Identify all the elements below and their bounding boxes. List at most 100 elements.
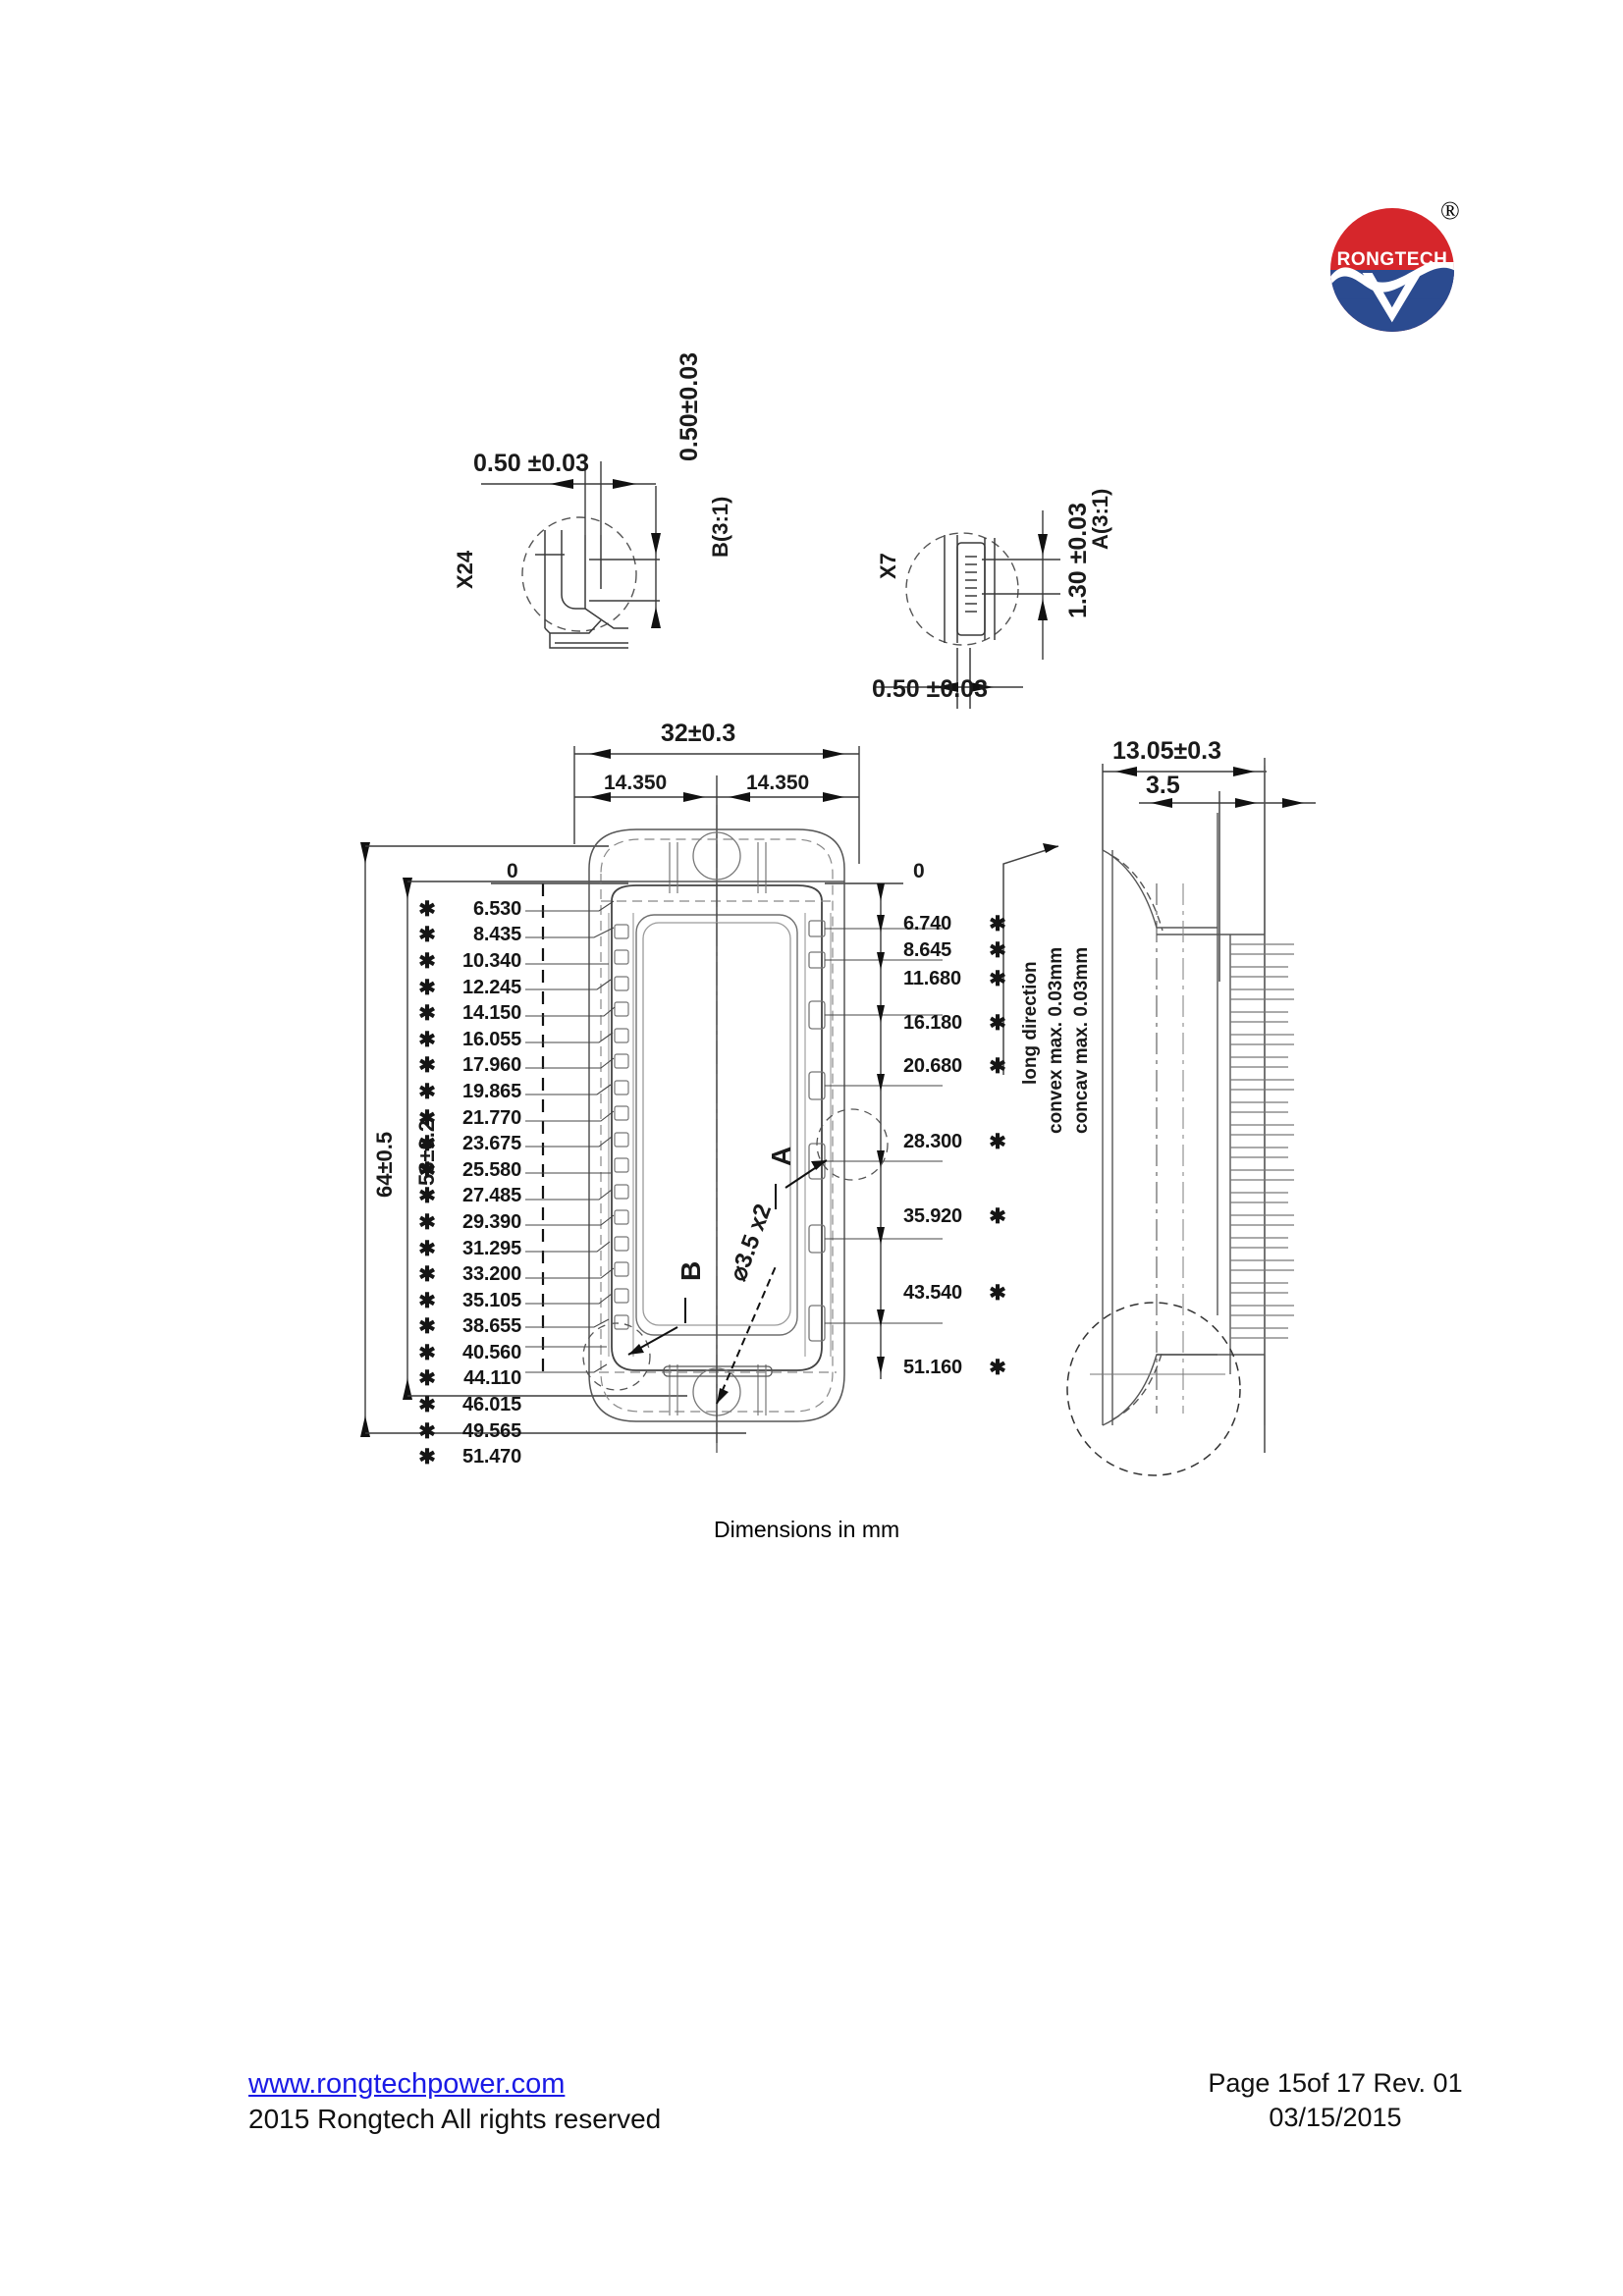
note-convex-max: convex max. 0.03mm xyxy=(1046,946,1066,1134)
asterisk-icon: ✱ xyxy=(989,967,1006,990)
asterisk-icon: ✱ xyxy=(989,938,1006,962)
dimension-value: 43.540 xyxy=(903,1281,962,1304)
dimension-value: 31.295 xyxy=(462,1237,521,1259)
hole-diameter-note: ⌀3.5 x2 xyxy=(725,1201,778,1285)
left-ordinate-dimension: ✱10.340 xyxy=(417,948,521,975)
dimension-value: 23.675 xyxy=(462,1133,521,1155)
detail-a-quantity-label: X7 xyxy=(876,553,900,579)
right-ordinate-dimension: 11.680 ✱ xyxy=(903,966,1007,992)
asterisk-icon: ✱ xyxy=(989,1130,1006,1153)
dimension-value: 29.390 xyxy=(462,1210,521,1233)
dimension-value: 33.200 xyxy=(462,1263,521,1286)
registered-trademark-icon: ® xyxy=(1440,196,1460,225)
website-link[interactable]: www.rongtechpower.com xyxy=(248,2068,566,2100)
dimension-value: 35.920 xyxy=(903,1204,962,1227)
asterisk-icon: ✱ xyxy=(418,1133,436,1156)
asterisk-icon: ✱ xyxy=(418,949,436,973)
left-ordinate-dimension: ✱ 12.245 xyxy=(417,975,521,1001)
left-ordinate-dimension: ✱ 38.655 xyxy=(417,1314,521,1341)
asterisk-icon: ✱ xyxy=(989,1011,1006,1035)
right-ordinate-dimension: 28.300 ✱ xyxy=(903,1129,1007,1155)
asterisk-icon: ✱ xyxy=(418,1237,436,1260)
left-ordinate-dimension: ✱ 46.015 xyxy=(417,1392,521,1418)
detail-a-view-label: A(3:1) xyxy=(1088,488,1112,550)
dimension-value: 19.865 xyxy=(462,1080,521,1102)
logo-wordmark: RONGTECH xyxy=(1336,248,1448,270)
right-ordinate-dimension: 43.540 ✱ xyxy=(903,1280,1007,1307)
asterisk-icon: ✱ xyxy=(989,1356,1006,1379)
right-ordinate-dimension: 8.645 ✱ xyxy=(903,937,1007,964)
asterisk-icon: ✱ xyxy=(418,1185,436,1208)
left-ordinate-dimension: ✱44.110 xyxy=(417,1366,521,1393)
dimension-value: 12.245 xyxy=(462,976,521,998)
detail-b-horizontal-dimension: 0.50 ±0.03 xyxy=(473,450,589,477)
left-ordinate-dimension: ✱ 23.675 xyxy=(417,1131,521,1157)
dimension-value: 49.565 xyxy=(462,1419,521,1442)
dimension-value: 35.105 xyxy=(462,1289,521,1311)
dimension-value: 14.150 xyxy=(462,1002,521,1025)
dimension-value: 38.655 xyxy=(462,1315,521,1338)
note-long-direction: long direction xyxy=(1020,961,1041,1085)
copyright-text: 2015 Rongtech All rights reserved xyxy=(248,2104,662,2135)
asterisk-icon: ✱ xyxy=(418,1341,436,1364)
asterisk-icon: ✱ xyxy=(989,1281,1006,1305)
detail-b-view-label: B(3:1) xyxy=(708,496,732,558)
left-ordinate-dimension: ✱ 8.435 xyxy=(417,923,521,949)
dimension-value: 51.470 xyxy=(462,1446,521,1468)
dimension-value: 16.180 xyxy=(903,1011,962,1034)
asterisk-icon: ✱ xyxy=(418,924,436,947)
detail-b-vertical-dimension: 0.50±0.03 xyxy=(676,351,703,461)
asterisk-icon: ✱ xyxy=(418,1054,436,1078)
overall-width-dimension: 32±0.3 xyxy=(661,720,736,747)
dimension-value: 44.110 xyxy=(463,1367,521,1390)
asterisk-icon: ✱ xyxy=(418,1394,436,1417)
footer-left-block: www.rongtechpower.com 2015 Rongtech All … xyxy=(248,2066,661,2136)
dimension-value: 27.485 xyxy=(462,1185,521,1207)
left-ordinate-dimension: ✱16.055 xyxy=(417,1027,521,1053)
asterisk-icon: ✱ xyxy=(418,897,436,921)
dimension-value: 6.740 xyxy=(903,912,952,934)
asterisk-icon: ✱ xyxy=(418,1446,436,1469)
asterisk-icon: ✱ xyxy=(418,976,436,999)
dimension-value: 51.160 xyxy=(903,1356,962,1378)
right-ordinate-dimension: 6.740 ✱ xyxy=(903,911,1007,937)
side-step-dimension: 3.5 xyxy=(1146,772,1180,799)
footer-right-block: Page 15of 17 Rev. 01 03/15/2015 xyxy=(1188,2066,1483,2135)
left-ordinate-dimension: ✱ 40.560 xyxy=(417,1340,521,1366)
left-ordinate-dimension: ✱ 19.865 xyxy=(417,1079,521,1105)
note-concav-max: concav max. 0.03mm xyxy=(1071,946,1092,1134)
dimension-value: 28.300 xyxy=(903,1130,962,1152)
detail-callout-b: B xyxy=(676,1260,706,1281)
left-ordinate-dimension: ✱ 33.200 xyxy=(417,1261,521,1288)
left-ordinate-dimension: ✱ 27.485 xyxy=(417,1184,521,1210)
right-ordinate-dimension: 20.680✱ xyxy=(903,1053,1007,1080)
dimension-value: 25.580 xyxy=(462,1158,521,1181)
revision-date-text: 03/15/2015 xyxy=(1269,2103,1402,2133)
page-number-text: Page 15of 17 Rev. 01 xyxy=(1208,2068,1463,2098)
left-ordinate-dimension: ✱ 31.295 xyxy=(417,1236,521,1262)
left-ordinate-dimension: ✱25.580 xyxy=(417,1157,521,1184)
left-datum-zero: 0 xyxy=(507,860,518,882)
asterisk-icon: ✱ xyxy=(989,1054,1006,1078)
right-half-width-dimension: 14.350 xyxy=(746,772,810,794)
left-ordinate-dimension: ✱6.530 xyxy=(417,896,521,923)
right-datum-zero: 0 xyxy=(913,860,925,882)
left-half-width-dimension: 14.350 xyxy=(604,772,668,794)
asterisk-icon: ✱ xyxy=(989,1204,1006,1228)
left-ordinate-dimension: ✱ 29.390 xyxy=(417,1209,521,1236)
dimension-value: 40.560 xyxy=(462,1341,521,1363)
dimension-value: 46.015 xyxy=(462,1394,521,1416)
page-footer: www.rongtechpower.com 2015 Rongtech All … xyxy=(0,2066,1623,2184)
dimension-value: 8.645 xyxy=(903,938,952,961)
asterisk-icon: ✱ xyxy=(418,1080,436,1103)
dimension-value: 8.435 xyxy=(472,924,521,946)
dimension-value: 11.680 xyxy=(903,967,961,989)
left-ordinate-dimension: ✱14.150 xyxy=(417,1000,521,1027)
asterisk-icon: ✱ xyxy=(418,1263,436,1287)
asterisk-icon: ✱ xyxy=(989,912,1006,935)
overall-height-dimension: 64±0.5 xyxy=(372,1131,397,1198)
asterisk-icon: ✱ xyxy=(418,1315,436,1339)
asterisk-icon: ✱ xyxy=(418,1210,436,1234)
asterisk-icon: ✱ xyxy=(418,1419,436,1443)
